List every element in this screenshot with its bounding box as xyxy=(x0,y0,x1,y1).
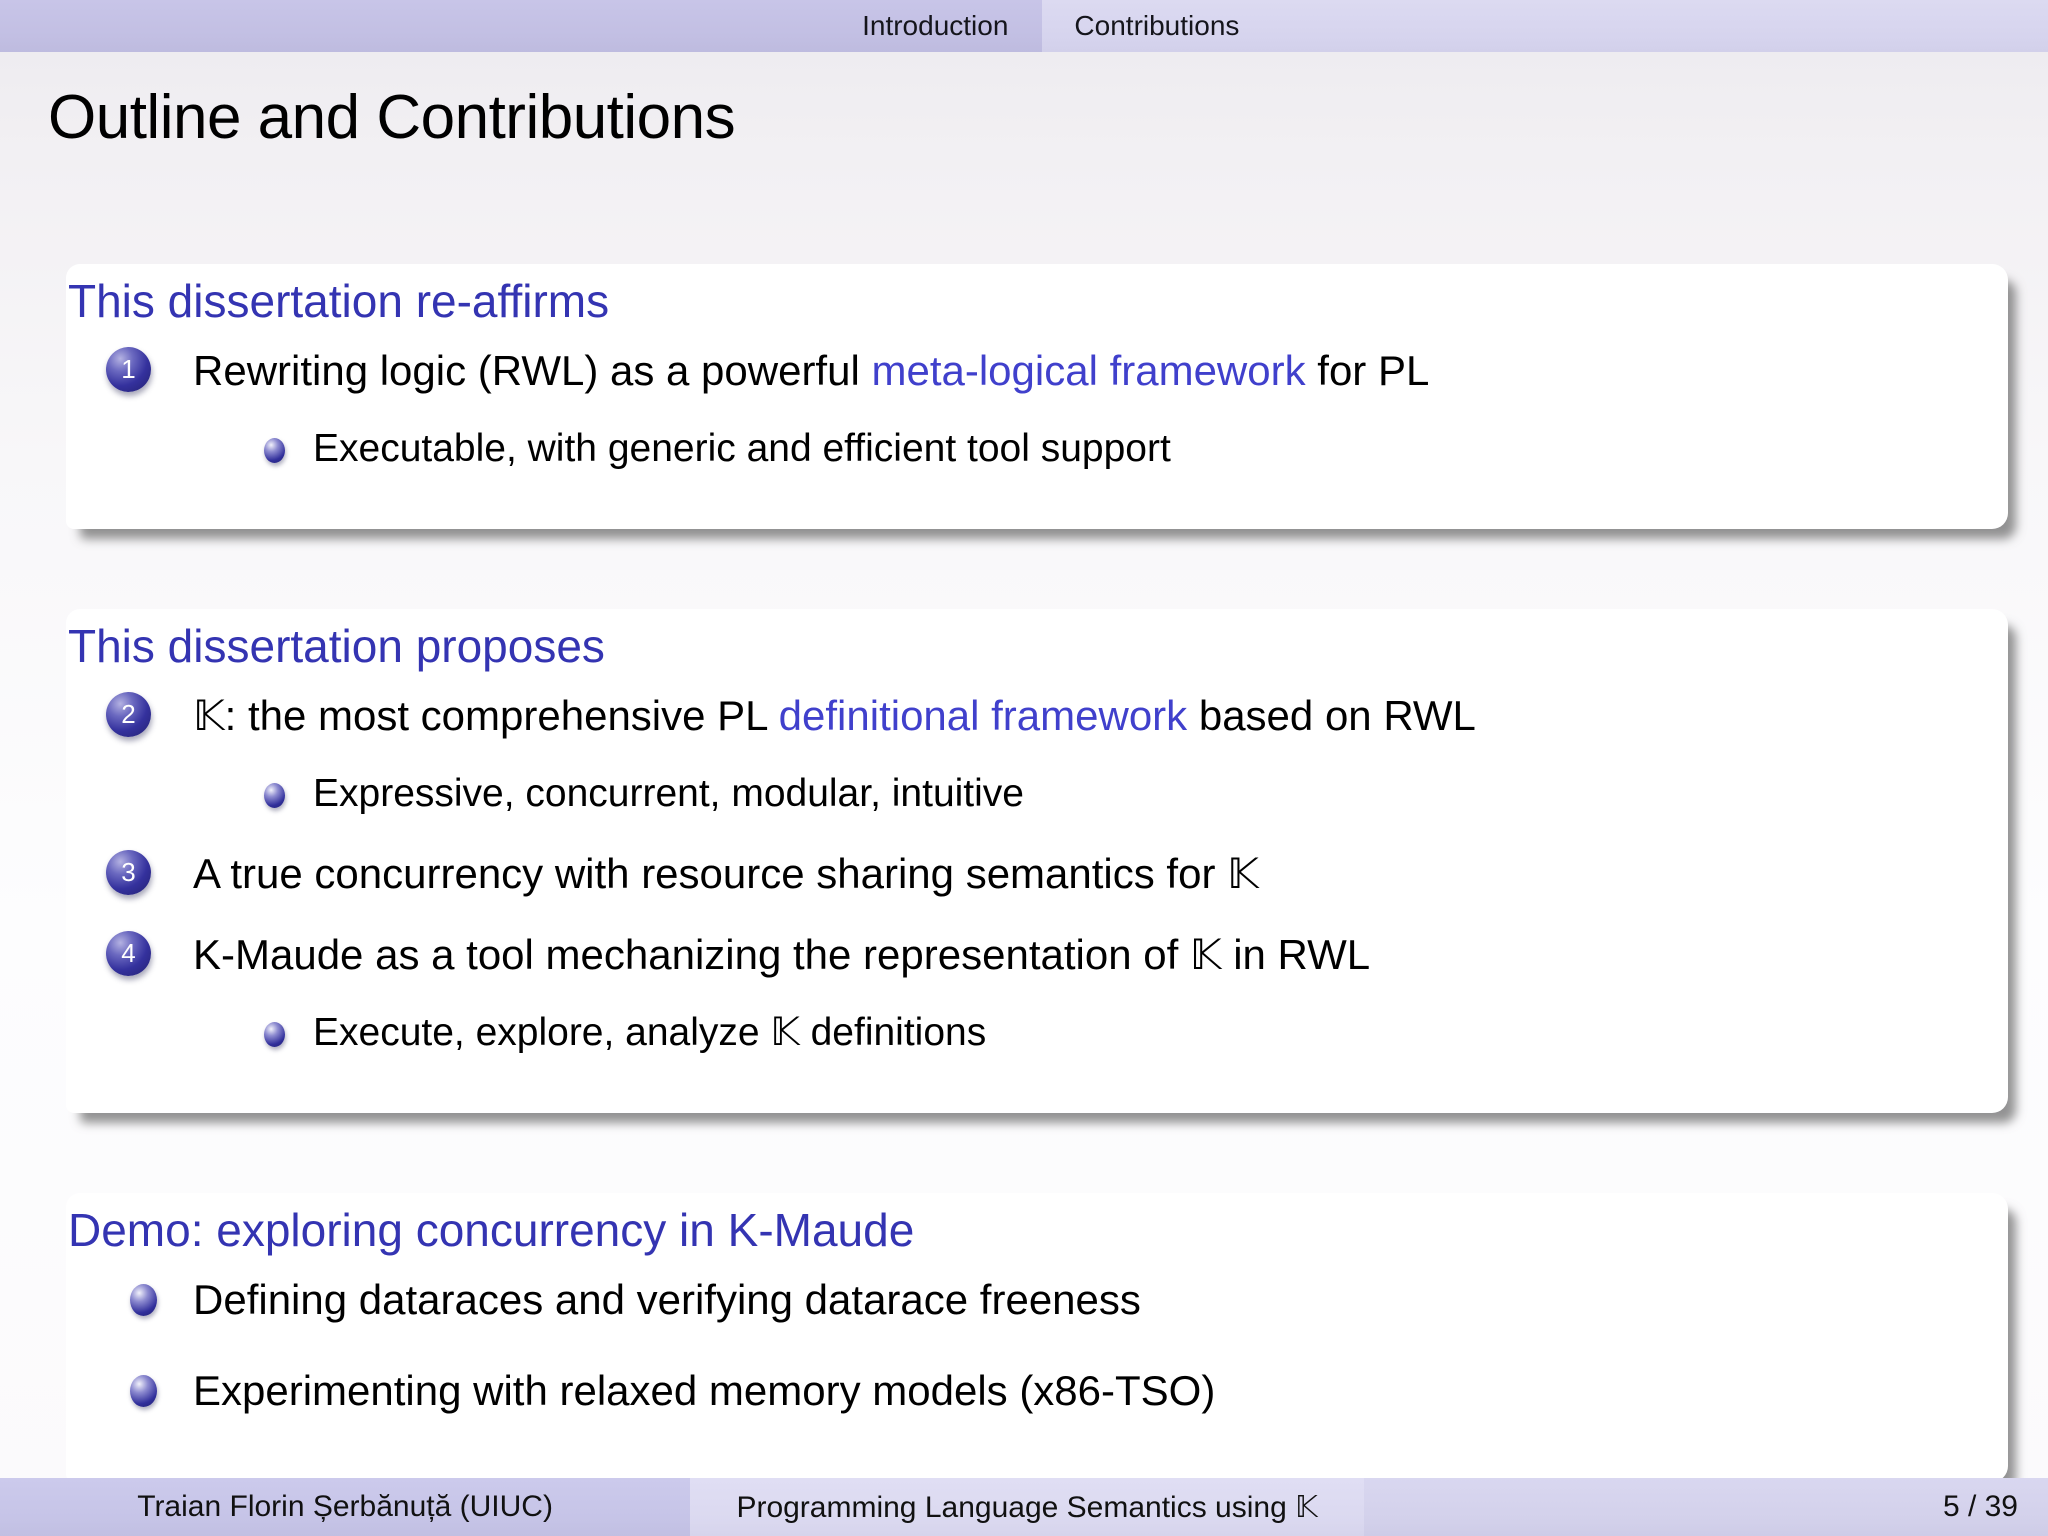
list-item: Executable, with generic and efficient t… xyxy=(68,424,1988,473)
footer-deck-title: Programming Language Semantics using 𝕂 xyxy=(736,1490,1318,1524)
footer-bar: Traian Florin Șerbănuță (UIUC) Programmi… xyxy=(0,1478,2048,1536)
item-text: K-Maude as a tool mechanizing the repres… xyxy=(193,931,1371,978)
list-item: 4 K-Maude as a tool mechanizing the repre… xyxy=(68,927,1988,982)
nav-label-introduction[interactable]: Introduction xyxy=(862,10,1009,41)
item-text: Executable, with generic and efficient t… xyxy=(313,427,1171,470)
enumeration-ball-icon: 4 xyxy=(106,931,151,976)
block-1: This dissertation proposes 2 𝕂: the most c… xyxy=(66,609,2008,1113)
item-text: Experimenting with relaxed memory models… xyxy=(193,1367,1216,1414)
block-heading: This dissertation proposes xyxy=(68,620,605,672)
bullet-sphere-icon xyxy=(264,783,285,808)
list-item: 2 𝕂: the most comprehensive PL definition… xyxy=(68,688,1988,743)
slide-title: Outline and Contributions xyxy=(48,83,736,152)
footer-author-cell: Traian Florin Șerbănuță (UIUC) xyxy=(0,1478,691,1536)
content-blocks: This dissertation re-affirms 1 Rewriting l… xyxy=(66,264,2008,1482)
footer-author: Traian Florin Șerbănuță (UIUC) xyxy=(137,1490,553,1523)
block-0: This dissertation re-affirms 1 Rewriting l… xyxy=(66,264,2008,529)
list-item: Experimenting with relaxed memory models… xyxy=(68,1363,1988,1418)
list-item: 3 A true concurrency with resource sharin… xyxy=(68,846,1988,901)
item-text: Expressive, concurrent, modular, intuiti… xyxy=(313,772,1024,815)
block-heading: This dissertation re-affirms xyxy=(68,275,610,327)
bullet-sphere-icon xyxy=(130,1284,157,1316)
item-text: Rewriting logic (RWL) as a powerful meta… xyxy=(193,347,1430,394)
bullet-sphere-icon xyxy=(130,1375,157,1407)
list-item: Expressive, concurrent, modular, intuiti… xyxy=(68,769,1988,818)
footer-deck-title-cell: Programming Language Semantics using 𝕂 xyxy=(690,1478,1364,1536)
nav-section-contributions[interactable]: Contributions xyxy=(1042,0,2048,52)
footer-page-cell: 5 / 39 xyxy=(1363,1478,2048,1536)
item-text: A true concurrency with resource sharing… xyxy=(193,850,1259,897)
nav-label-contributions[interactable]: Contributions xyxy=(1074,10,1240,41)
top-navigation-bar: Introduction Contributions xyxy=(0,0,2048,52)
enumeration-ball-icon: 3 xyxy=(106,850,151,895)
footer-page-indicator: 5 / 39 xyxy=(1942,1490,2018,1523)
item-text: Defining dataraces and verifying datarac… xyxy=(193,1276,1141,1323)
item-text: Execute, explore, analyze 𝕂 definitions xyxy=(313,1011,987,1054)
item-text: 𝕂: the most comprehensive PL definitiona… xyxy=(193,692,1476,739)
bullet-sphere-icon xyxy=(264,438,285,463)
list-item: Defining dataraces and verifying datarac… xyxy=(68,1272,1988,1327)
bullet-sphere-icon xyxy=(264,1022,285,1047)
list-item: Execute, explore, analyze 𝕂 definitions xyxy=(68,1008,1988,1057)
list-item: 1 Rewriting logic (RWL) as a powerful met… xyxy=(68,343,1988,398)
block-heading: Demo: exploring concurrency in K-Maude xyxy=(68,1204,915,1256)
enumeration-ball-icon: 2 xyxy=(106,692,151,737)
enumeration-ball-icon: 1 xyxy=(106,347,151,392)
nav-section-introduction[interactable]: Introduction xyxy=(0,0,1043,52)
